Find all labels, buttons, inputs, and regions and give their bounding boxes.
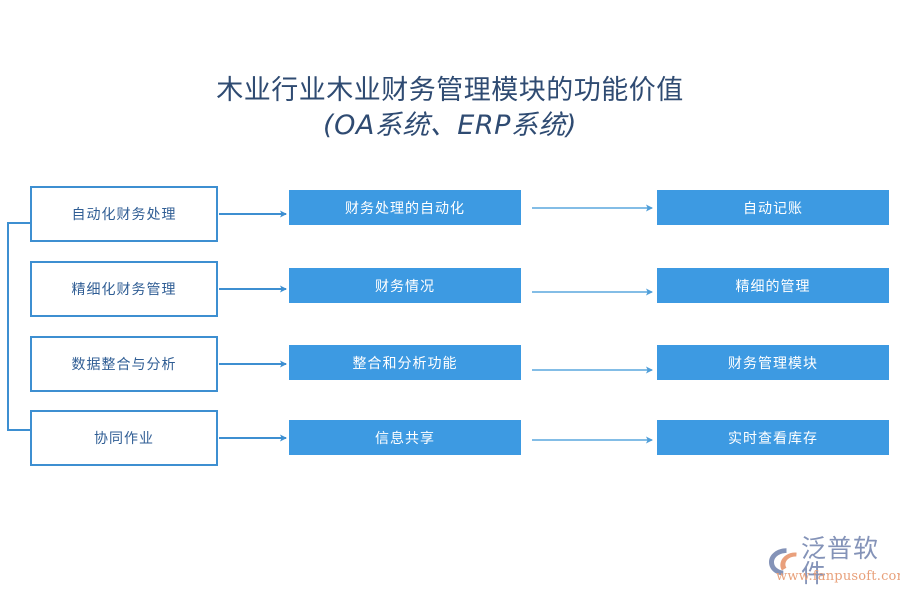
capability-box-3[interactable]: 数据整合与分析 [30,336,218,392]
capability-box-1[interactable]: 自动化财务处理 [30,186,218,242]
capability-box-3-label: 数据整合与分析 [71,357,177,373]
outcome-box-1-label: 自动记账 [743,200,803,217]
function-box-1[interactable]: 财务处理的自动化 [289,190,521,225]
capability-box-4[interactable]: 协同作业 [30,410,218,466]
fanpu-logo-icon [769,547,797,575]
capability-box-2[interactable]: 精细化财务管理 [30,261,218,317]
connector-elbow-row1-to-row4 [7,222,47,434]
outcome-box-3[interactable]: 财务管理模块 [657,345,889,380]
capability-box-1-label: 自动化财务处理 [71,207,177,223]
brand-logo-url: www.fanpusoft.com [776,569,900,584]
function-box-2[interactable]: 财务情况 [289,268,521,303]
outcome-box-1[interactable]: 自动记账 [657,190,889,225]
capability-box-2-label: 精细化财务管理 [71,282,177,298]
page-title-line-2: (OA系统、ERP系统) [323,109,577,141]
function-box-2-label: 财务情况 [375,278,435,295]
outcome-box-2[interactable]: 精细的管理 [657,268,889,303]
page-title-line-1: 木业行业木业财务管理模块的功能价值 [216,75,684,106]
function-box-4-label: 信息共享 [375,430,435,447]
outcome-box-3-label: 财务管理模块 [728,355,818,372]
function-box-4[interactable]: 信息共享 [289,420,521,455]
outcome-box-4[interactable]: 实时查看库存 [657,420,889,455]
function-box-3[interactable]: 整合和分析功能 [289,345,521,380]
outcome-box-4-label: 实时查看库存 [728,430,818,447]
brand-logo-name: 泛普软件 [801,534,880,588]
function-box-1-label: 财务处理的自动化 [345,200,465,217]
outcome-box-2-label: 精细的管理 [735,278,811,295]
function-box-3-label: 整合和分析功能 [352,355,458,372]
brand-logo-row: 泛普软件 [766,536,894,586]
brand-logo[interactable]: 泛普软件 www.fanpusoft.com [766,536,900,586]
page-title: 木业行业木业财务管理模块的功能价值 (OA系统、ERP系统) [0,74,900,143]
capability-box-4-label: 协同作业 [94,431,154,447]
